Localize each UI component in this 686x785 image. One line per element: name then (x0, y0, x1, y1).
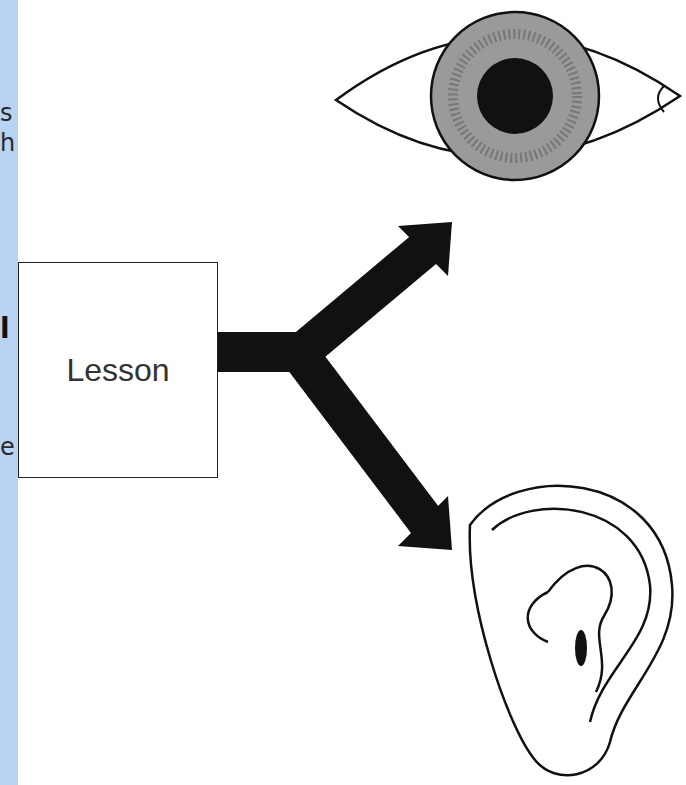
ear-concha (548, 566, 612, 692)
ear-tragus (528, 592, 548, 642)
text-fragment: l (0, 314, 18, 344)
arrow-head (398, 496, 452, 550)
arrow-shaft (292, 344, 428, 524)
split-arrow (216, 222, 452, 550)
eye-drawing (336, 12, 680, 180)
ear-drawing (470, 486, 673, 775)
pupil (477, 58, 553, 134)
text-fragment: s (0, 98, 18, 128)
iris (431, 12, 599, 180)
iris-texture (453, 34, 577, 158)
eye-corner (658, 86, 664, 112)
box-label: Lesson (66, 352, 169, 389)
arrow-head (398, 222, 452, 276)
ear-outline (470, 486, 673, 775)
ear-canal (575, 630, 587, 666)
text-fragment: e (0, 432, 18, 462)
text-fragment: h (0, 128, 18, 158)
process-box: Lesson (18, 262, 218, 478)
ear-fold (492, 509, 650, 722)
